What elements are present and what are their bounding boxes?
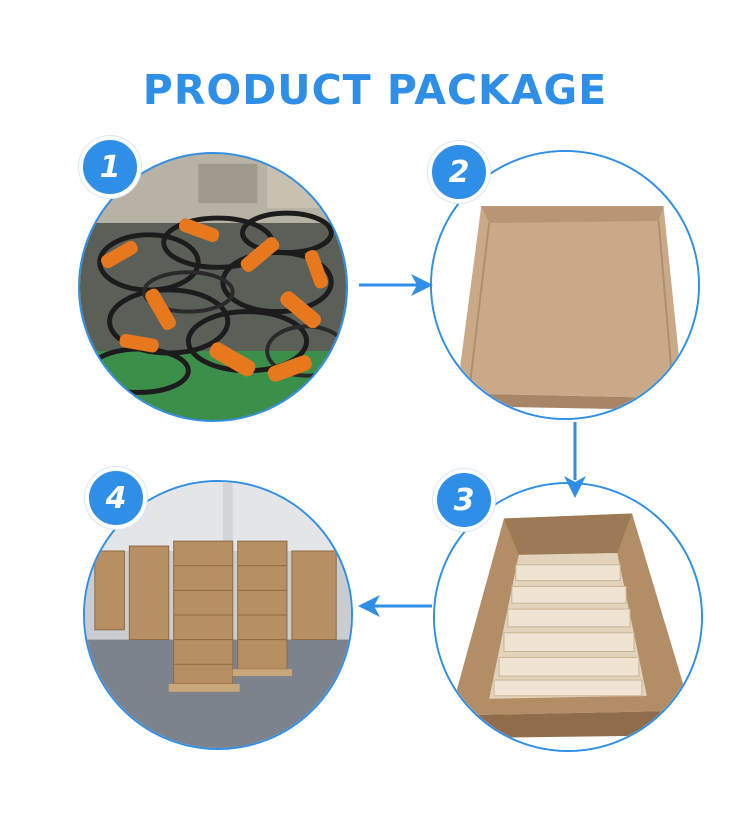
step-badge-2: 2	[428, 141, 490, 203]
arrow-down-icon	[564, 422, 586, 498]
step-4-image-warehouse	[83, 480, 353, 750]
step-3-image-open-box	[433, 482, 703, 752]
warehouse-photo	[85, 482, 351, 748]
step-badge-1: 1	[79, 136, 141, 198]
arrow-left-icon	[358, 595, 432, 617]
step-badge-3: 3	[433, 469, 495, 531]
step-badge-4: 4	[85, 467, 147, 529]
page-title: PRODUCT PACKAGE	[142, 66, 608, 114]
arrow-right-icon	[359, 274, 433, 296]
open-box-photo	[435, 484, 701, 750]
